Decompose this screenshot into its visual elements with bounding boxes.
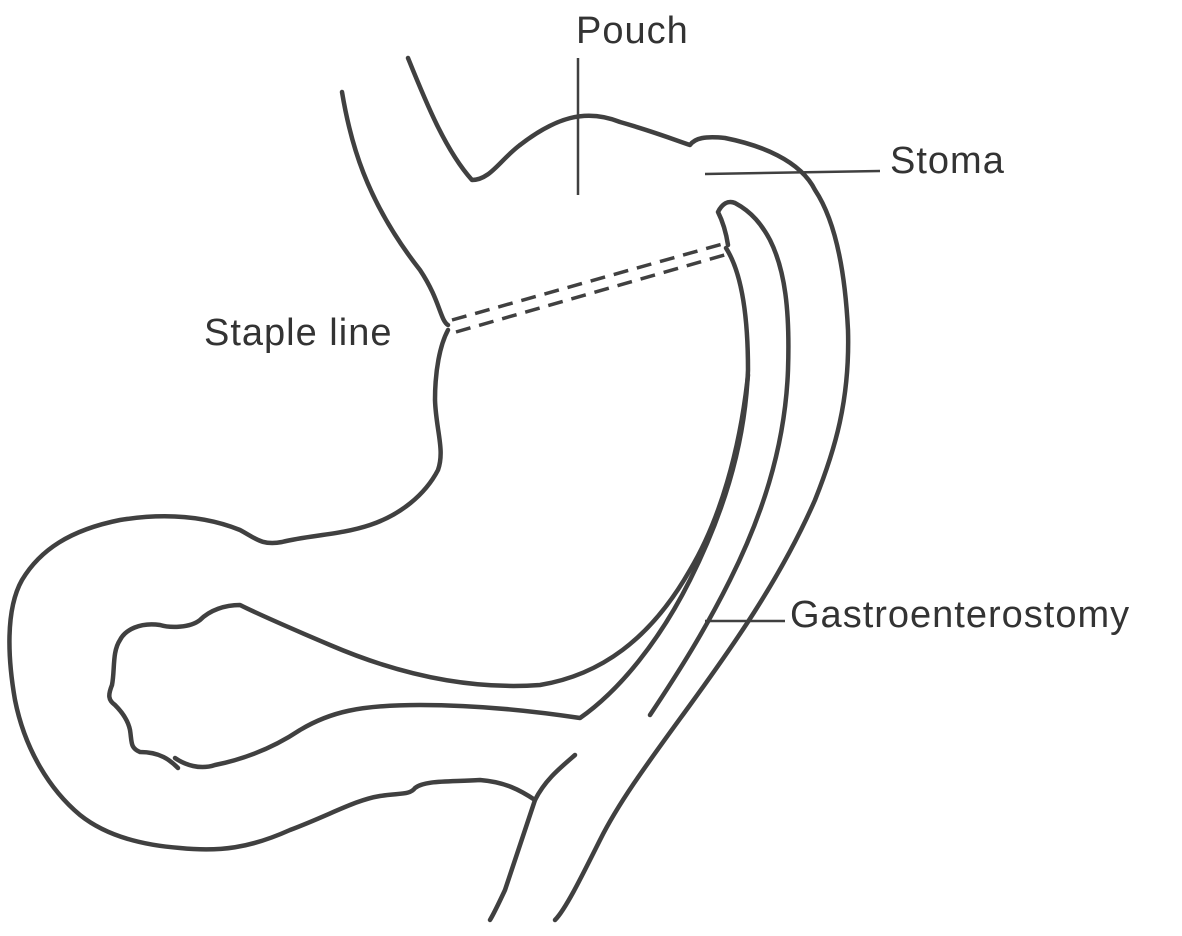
efferent-limb-wall <box>535 755 575 800</box>
stoma-tip <box>650 202 788 715</box>
staple-line-upper <box>452 243 726 320</box>
stoma-leader-line <box>705 171 880 174</box>
gastroenterostomy-label: Gastroenterostomy <box>790 596 1130 634</box>
pouch-outline <box>520 116 848 920</box>
stoma-label: Stoma <box>890 142 1005 180</box>
remnant-stomach-outline <box>9 330 535 920</box>
esophagus-right-wall <box>408 58 520 180</box>
staple-line-label: Staple line <box>204 314 392 352</box>
pouch-label: Pouch <box>576 12 689 50</box>
staple-line-lower <box>456 254 728 332</box>
esophagus-left-wall <box>342 92 448 325</box>
